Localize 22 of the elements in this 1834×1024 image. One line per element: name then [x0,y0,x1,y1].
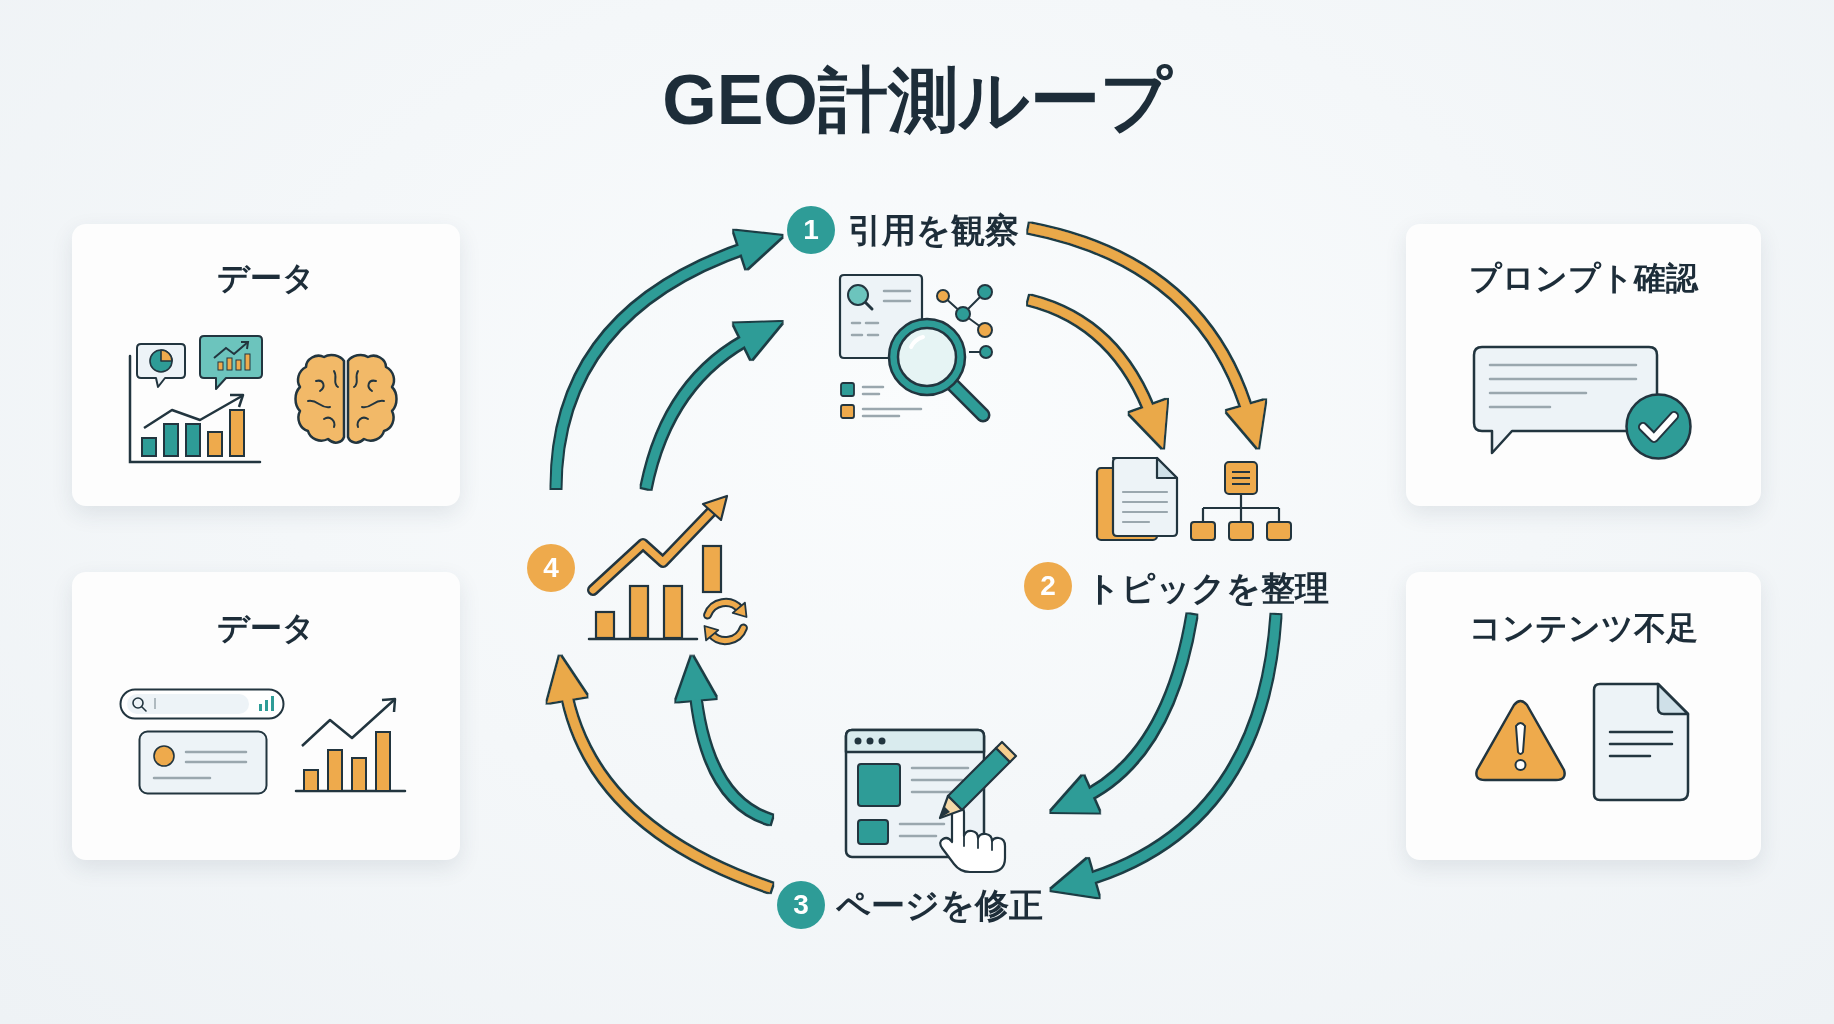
step-label: 引用を観察 [848,213,1019,247]
card-title: データ [217,612,315,644]
card-title: データ [217,262,315,294]
arrow [1028,223,1265,448]
card [1406,224,1761,506]
arrow [641,320,782,489]
number-badge: 1 [787,206,835,254]
arrow [1051,614,1197,814]
arrow [1051,614,1281,897]
arrow [548,656,773,893]
card-title: プロンプト確認 [1469,262,1698,294]
title: GEO計測ループ [662,65,1172,135]
card-title: コンテンツ不足 [1469,612,1698,644]
card [1406,572,1761,860]
step-label: トピックを整理 [1086,571,1329,605]
number-badge: 4 [527,544,575,592]
arrow [551,231,782,489]
card [72,572,460,860]
number-badge: 2 [1024,562,1072,610]
card [72,224,460,506]
number-badge: 3 [777,881,825,929]
step-label: ページを修正 [836,888,1043,922]
